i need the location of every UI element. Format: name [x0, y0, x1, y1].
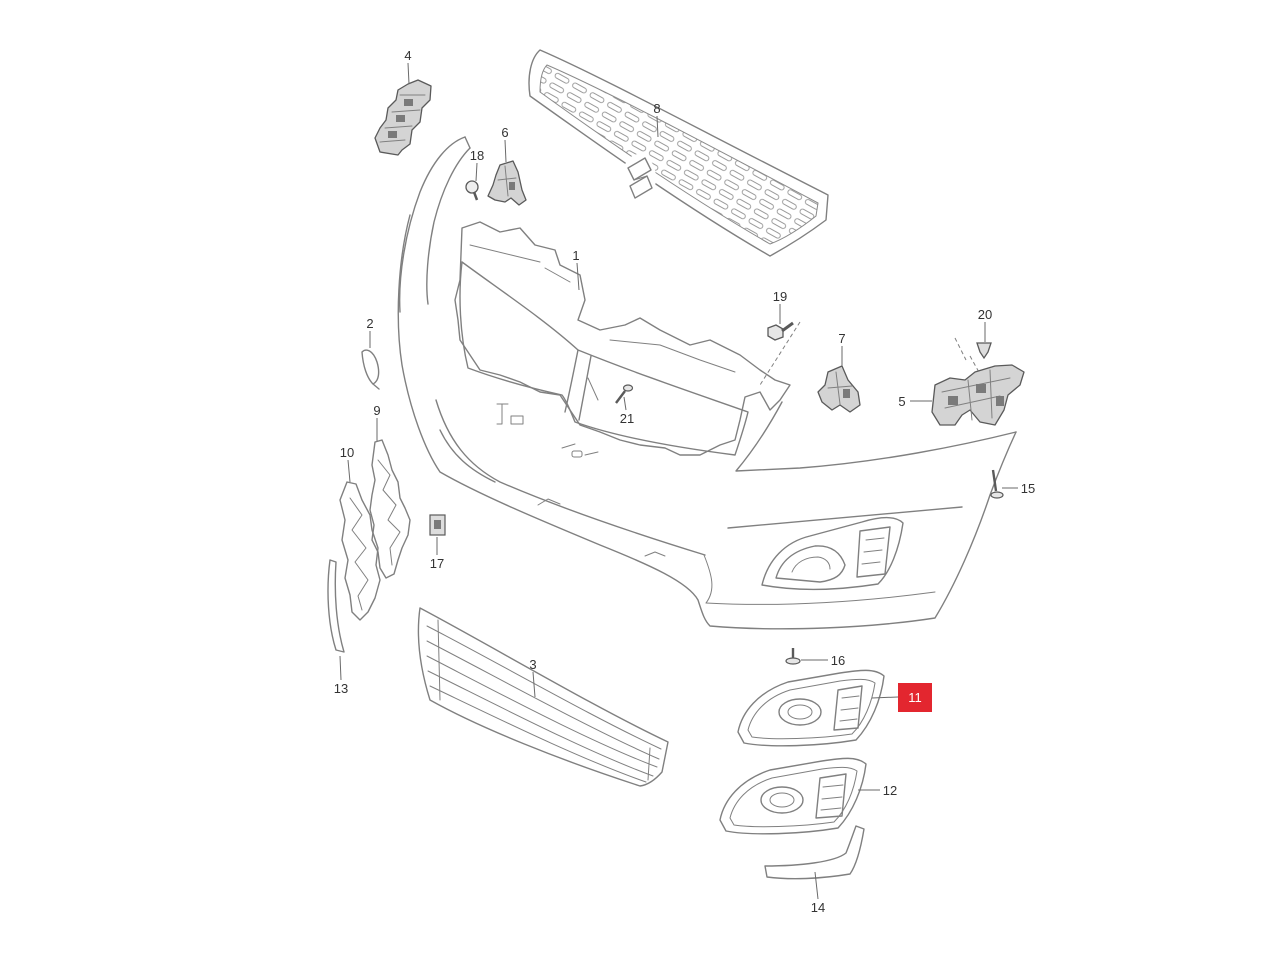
callout-4[interactable]: 4	[404, 48, 411, 63]
part-18-clip	[465, 180, 479, 201]
callout-13[interactable]: 13	[334, 681, 348, 696]
callout-15[interactable]: 15	[1021, 481, 1035, 496]
callout-16[interactable]: 16	[831, 653, 845, 668]
leader-line-21	[623, 396, 627, 411]
callout-labels: 1 2 3 4 5 6 7 8 9 10 11 12 13 14 15 16 1…	[334, 48, 1035, 915]
callout-20[interactable]: 20	[978, 307, 992, 322]
leader-line-14	[814, 871, 819, 900]
callout-14[interactable]: 14	[811, 900, 825, 915]
callout-9[interactable]: 9	[373, 403, 380, 418]
leader-lines	[339, 62, 1018, 900]
part-9-side-bracket	[369, 439, 411, 579]
callout-7[interactable]: 7	[838, 331, 845, 346]
part-15-screw	[990, 469, 1004, 499]
part-16-screw	[785, 648, 801, 665]
part-1-bumper-reinforcement	[454, 221, 791, 456]
callout-6[interactable]: 6	[501, 125, 508, 140]
part-11-fog-lamp-bezel	[737, 669, 885, 747]
callout-8[interactable]: 8	[653, 101, 660, 116]
callout-10[interactable]: 10	[340, 445, 354, 460]
part-8-upper-grille	[528, 49, 829, 257]
callout-21[interactable]: 21	[620, 411, 634, 426]
part-19-bolt	[759, 321, 801, 386]
callout-18[interactable]: 18	[470, 148, 484, 163]
part-3-lower-grille	[417, 607, 669, 787]
callout-5[interactable]: 5	[898, 394, 905, 409]
leader-line-4	[407, 62, 410, 85]
leader-line-1	[576, 262, 580, 291]
leader-line-11	[871, 696, 899, 699]
part-5-bracket	[931, 364, 1025, 426]
callout-11-badge[interactable]	[898, 683, 932, 712]
callout-17[interactable]: 17	[430, 556, 444, 571]
leader-line-8	[656, 115, 659, 138]
callout-11[interactable]: 11	[908, 690, 922, 705]
part-14-trim-strip	[764, 825, 865, 880]
part-7-bracket	[817, 365, 861, 413]
part-4-bracket	[374, 79, 432, 156]
part-2-cover	[361, 349, 380, 390]
leader-line-18	[475, 162, 478, 182]
part-17-clip	[429, 514, 446, 536]
grille-emblem	[627, 157, 653, 199]
part-13-strip	[327, 559, 345, 653]
part-12-fog-lamp-cover	[719, 757, 867, 835]
callout-11-highlighted[interactable]: 11	[898, 683, 932, 712]
bumper-cover	[397, 136, 1017, 630]
callout-3[interactable]: 3	[529, 657, 536, 672]
leader-line-3	[532, 671, 536, 698]
leader-line-6	[504, 139, 507, 163]
leader-line-13	[339, 655, 342, 681]
callout-12[interactable]: 12	[883, 783, 897, 798]
callout-1[interactable]: 1	[572, 248, 579, 263]
part-10-side-bracket	[339, 481, 381, 621]
callout-2[interactable]: 2	[366, 316, 373, 331]
part-21-screw	[615, 384, 634, 404]
callout-19[interactable]: 19	[773, 289, 787, 304]
part-6-bracket	[487, 160, 527, 206]
leader-line-10	[347, 459, 351, 483]
